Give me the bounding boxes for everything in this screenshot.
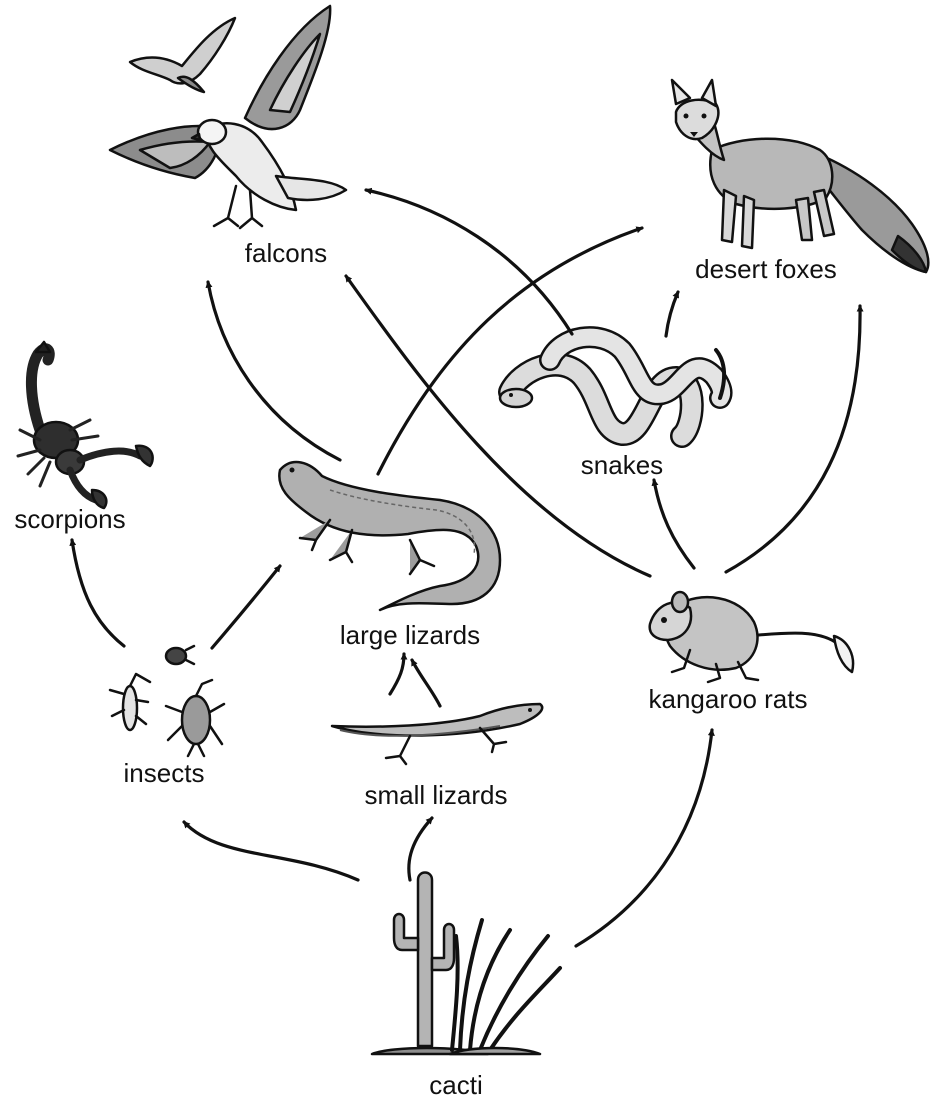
desert-fox-icon [672,80,928,272]
falcons-label: falcons [245,238,327,268]
arrow-insects-to-large-lizards [212,566,280,648]
arrow-insects-to-scorpions [72,540,124,646]
large-lizards-label: large lizards [340,620,480,650]
scorpion-icon [18,342,153,508]
arrow-cacti-to-insects [184,822,358,880]
scorpions-label: scorpions [14,504,125,534]
snake-icon [500,337,724,436]
cacti-icon [372,873,560,1055]
snakes-label: snakes [581,450,663,480]
falcon-icon [110,6,346,228]
arrow-cacti-to-small-lizards [409,818,432,880]
arrow-large-lizards-to-falcons [208,282,340,460]
cacti-label: cacti [429,1070,482,1100]
arrow-kangaroo-rats-to-desert-foxes [726,306,860,572]
insects-icon [110,646,224,756]
kangaroo-rats-label: kangaroo rats [649,684,808,714]
desert-foxes-label: desert foxes [695,254,837,284]
arrow-large-lizards-to-desert-foxes [378,228,642,474]
arrow-cacti-to-kangaroo-rats [576,730,712,946]
food-web-arrows [72,190,860,946]
small-lizards-label: small lizards [364,780,507,810]
arrow-snakes-to-desert-foxes [666,292,678,336]
arrow-kangaroo-rats-to-snakes [654,480,694,568]
arrow-small-lizards-to-large-lizards [390,654,404,694]
insects-label: insects [124,758,205,788]
small-lizard-icon [332,704,542,764]
arrow-small-lizards-to-large-lizards-2 [412,660,440,706]
arrow-snakes-to-falcons [366,190,572,334]
large-lizard-icon [279,462,500,610]
kangaroo-rat-icon [650,592,853,682]
